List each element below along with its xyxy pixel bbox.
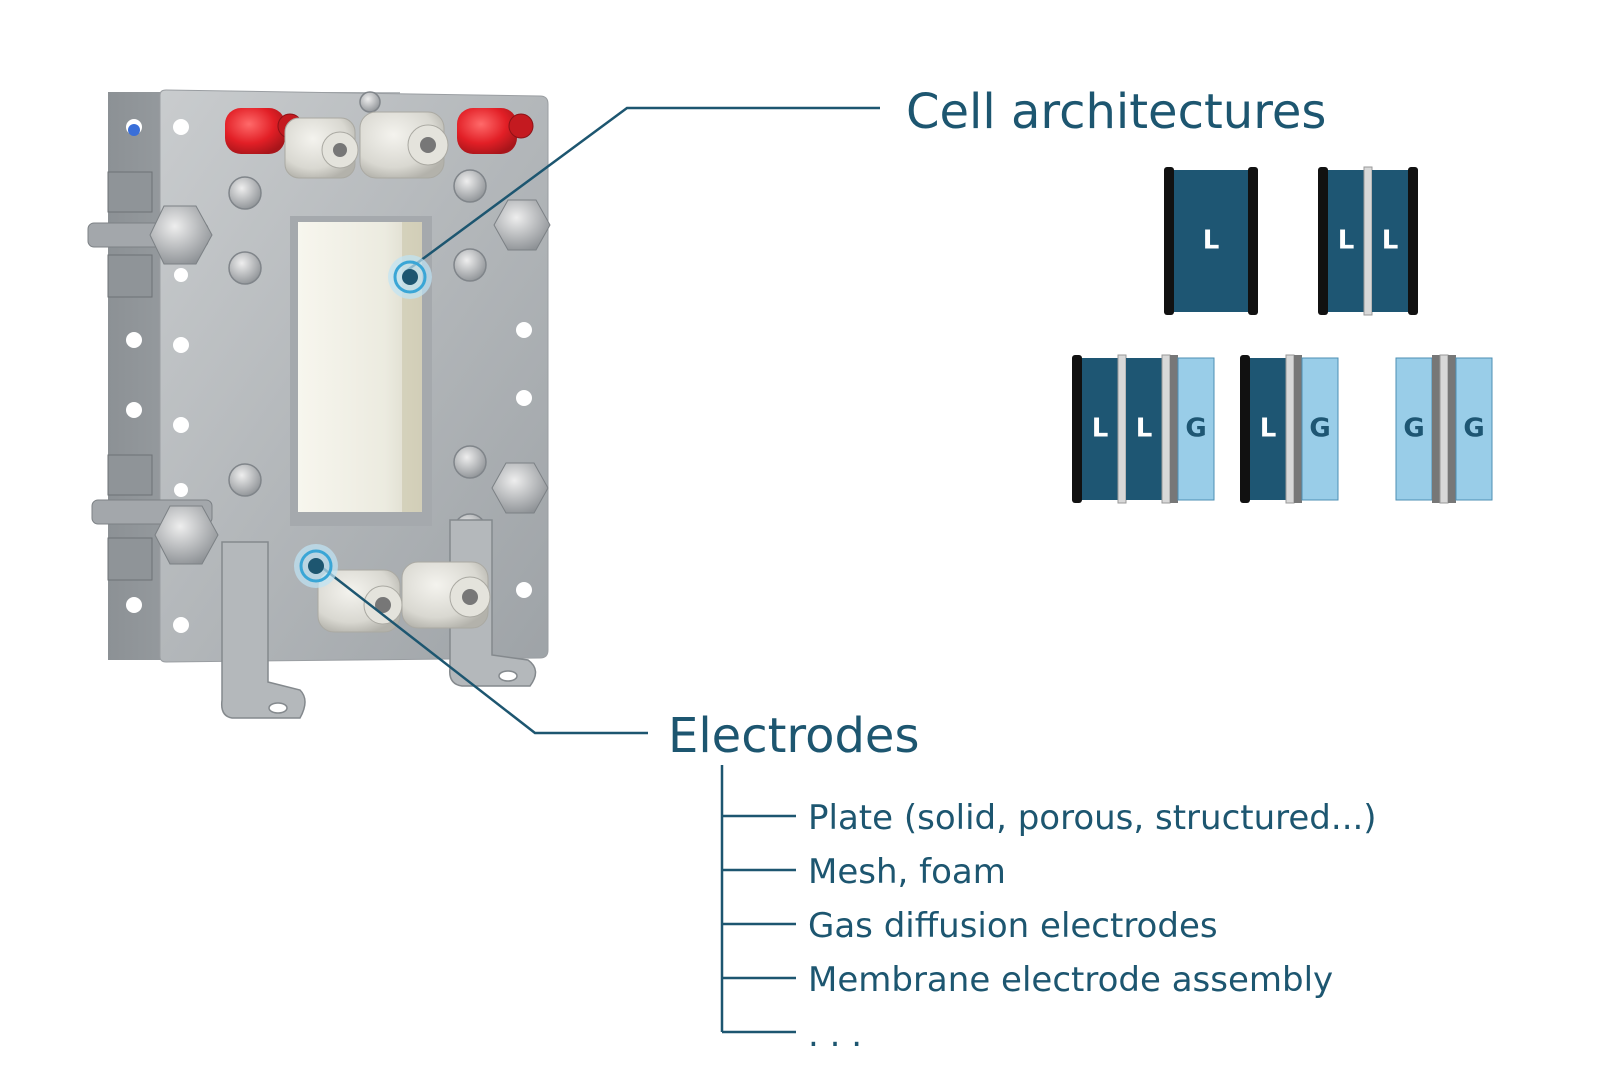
- membrane: [1439, 354, 1449, 504]
- liquid-chamber: [1328, 170, 1364, 312]
- chamber-letter: L: [1260, 414, 1277, 444]
- chamber-letter: L: [1092, 414, 1109, 444]
- architecture-icon: L: [1164, 167, 1258, 315]
- electrodes-callout: Electrodes Plate (solid, porous, structu…: [294, 544, 1377, 1055]
- gas-chamber: [1301, 357, 1339, 501]
- marker-mid-ring: [393, 260, 427, 294]
- marker-dot: [402, 269, 418, 285]
- electrode-type-item: Gas diffusion electrodes: [808, 906, 1218, 946]
- marker-dot: [308, 558, 324, 574]
- liquid-chamber: [1372, 170, 1408, 312]
- electrode-type-list: Plate (solid, porous, structured...) Mesh…: [722, 798, 1377, 1055]
- gas-electrode: [1294, 355, 1302, 503]
- blue-dot: [128, 124, 140, 136]
- membrane: [1285, 354, 1295, 504]
- electrode-type-item: Membrane electrode assembly: [808, 960, 1333, 1000]
- electrode-type-item: Plate (solid, porous, structured...): [808, 798, 1377, 838]
- chamber-letter: L: [1338, 226, 1355, 256]
- electrode-plate: [1408, 167, 1418, 315]
- electrodes-label: Electrodes: [668, 708, 919, 764]
- clamp-blocks: [107, 171, 153, 581]
- electrode-plate: [1240, 355, 1250, 503]
- chamber-letter: L: [1203, 226, 1220, 256]
- chamber-letter: G: [1403, 414, 1424, 444]
- liquid-chamber: [1250, 358, 1286, 500]
- cell-architectures-callout: Cell architectures: [388, 84, 1326, 299]
- liquid-chamber: [1082, 358, 1118, 500]
- membrane: [1161, 354, 1171, 504]
- membrane: [1117, 354, 1127, 504]
- gas-chamber: [1455, 357, 1493, 501]
- gas-electrode: [1432, 355, 1440, 503]
- electrode-plate: [1248, 167, 1258, 315]
- liquid-chamber: [1174, 170, 1248, 312]
- gas-chamber: [1395, 357, 1433, 501]
- top-fittings: [284, 111, 449, 179]
- chamber-letter: G: [1463, 414, 1484, 444]
- marker-mid-ring: [299, 549, 333, 583]
- gas-electrode: [1448, 355, 1456, 503]
- cell-architectures-label: Cell architectures: [906, 84, 1326, 140]
- gas-electrode: [1170, 355, 1178, 503]
- electrode-type-item: Mesh, foam: [808, 852, 1006, 892]
- chamber-letter: G: [1309, 414, 1330, 444]
- side-bolts: [87, 199, 551, 565]
- chamber-letter: L: [1382, 226, 1399, 256]
- liquid-chamber: [1126, 358, 1162, 500]
- chamber-letter: G: [1185, 414, 1206, 444]
- electrode-plate: [1072, 355, 1082, 503]
- front-plate-holes: [173, 119, 532, 633]
- leader-line-architectures: [404, 106, 880, 274]
- membrane: [1363, 166, 1373, 316]
- cell-hardware-illustration: [87, 89, 551, 719]
- red-terminals: [225, 108, 534, 154]
- chamber-letter: L: [1136, 414, 1153, 444]
- bottom-fittings: [317, 561, 491, 633]
- electrode-type-item: . . .: [808, 1015, 862, 1055]
- leader-line-electrodes: [314, 561, 648, 735]
- gas-chamber: [1177, 357, 1215, 501]
- electrode-plate: [1164, 167, 1174, 315]
- electrode-plate: [1318, 167, 1328, 315]
